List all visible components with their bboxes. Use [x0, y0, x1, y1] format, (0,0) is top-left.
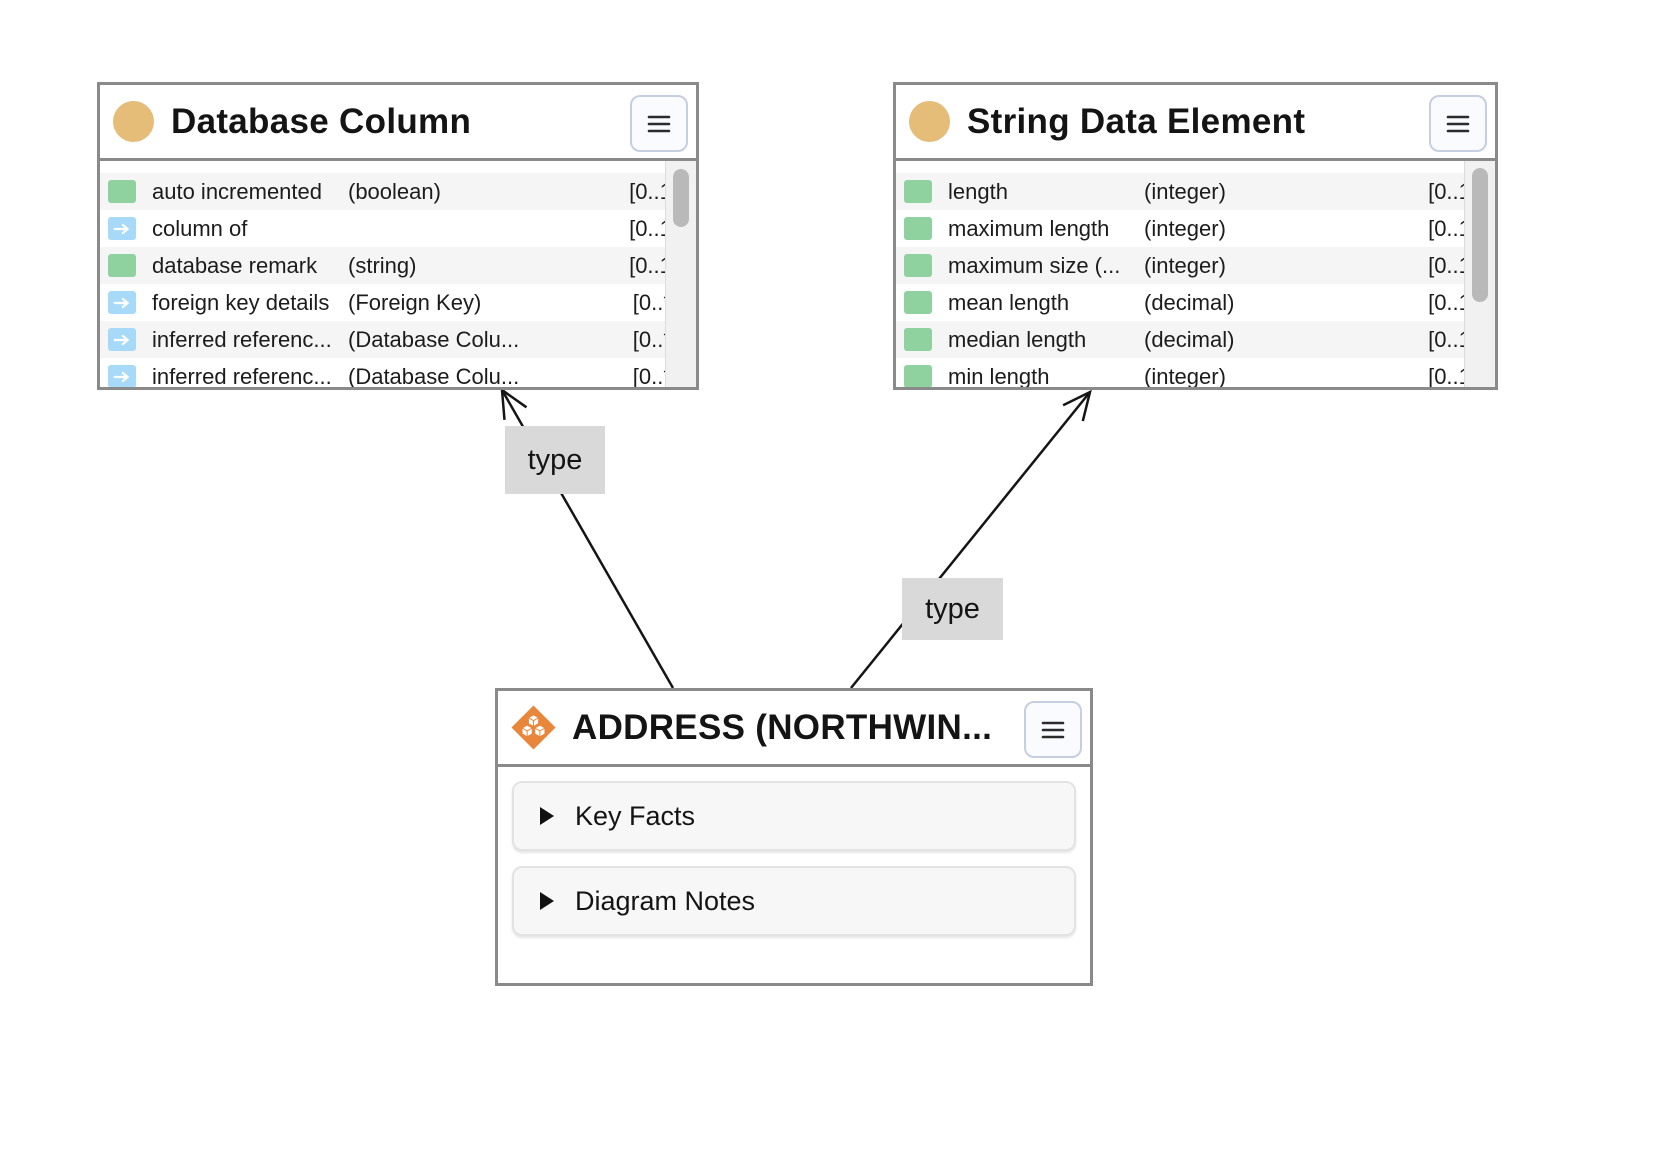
class-circle-icon	[909, 101, 950, 142]
edge-label-type-right[interactable]: type	[902, 578, 1003, 640]
property-row[interactable]: database remark (string) [0..1]	[100, 247, 696, 284]
node-title: Database Column	[171, 101, 472, 141]
property-label: maximum size (...	[948, 252, 1121, 278]
chevron-right-icon	[540, 892, 554, 910]
node-address-body: Key Facts Diagram Notes	[498, 767, 1090, 936]
edge-label-type-left[interactable]: type	[505, 426, 605, 494]
property-label: maximum length	[948, 215, 1110, 241]
node-database-column-header: Database Column	[100, 85, 696, 161]
property-row[interactable]: inferred referenc... (Database Colu... […	[100, 321, 696, 358]
property-label: auto incremented	[152, 178, 322, 204]
property-label: inferred referenc...	[152, 326, 332, 352]
property-type: (integer)	[1144, 178, 1226, 204]
node-menu-button[interactable]	[1429, 95, 1487, 152]
property-row[interactable]: auto incremented (boolean) [0..1]	[100, 173, 696, 210]
attribute-icon	[108, 254, 136, 277]
attribute-icon	[904, 365, 932, 387]
property-row[interactable]: mean length (decimal) [0..1]	[896, 284, 1495, 321]
node-string-data-element-header: String Data Element	[896, 85, 1495, 161]
property-row[interactable]: column of [0..1]	[100, 210, 696, 247]
scrollbar-track[interactable]	[1464, 161, 1495, 387]
property-label: column of	[152, 215, 248, 241]
property-type: (Foreign Key)	[348, 289, 482, 315]
node-menu-button[interactable]	[630, 95, 688, 152]
property-type: (Database Colu...	[348, 326, 520, 352]
node-address-header: ADDRESS (NORTHWIN...	[498, 691, 1090, 767]
scrollbar-track[interactable]	[665, 161, 696, 387]
edge-type-to-string-data-element[interactable]	[850, 389, 1092, 689]
attribute-icon	[904, 291, 932, 314]
property-label: database remark	[152, 252, 318, 278]
property-type: (integer)	[1144, 215, 1226, 241]
node-title: ADDRESS (NORTHWIN...	[572, 707, 993, 747]
instance-diamond-icon	[511, 705, 556, 750]
property-label: mean length	[948, 289, 1070, 315]
property-row[interactable]: inferred referenc... (Database Colu... […	[100, 358, 696, 387]
property-row[interactable]: maximum size (... (integer) [0..1]	[896, 247, 1495, 284]
attribute-icon	[904, 254, 932, 277]
hamburger-icon	[1041, 721, 1065, 738]
association-icon	[108, 291, 136, 314]
attribute-icon	[904, 217, 932, 240]
node-string-data-element-body: length (integer) [0..1] maximum length (…	[896, 161, 1495, 387]
property-type: (integer)	[1144, 363, 1226, 388]
class-circle-icon	[113, 101, 154, 142]
association-icon	[108, 328, 136, 351]
attribute-icon	[904, 328, 932, 351]
hamburger-icon	[647, 115, 671, 132]
property-type: (decimal)	[1144, 289, 1235, 315]
node-menu-button[interactable]	[1024, 701, 1082, 758]
property-label: inferred referenc...	[152, 363, 332, 388]
property-type: (Database Colu...	[348, 363, 520, 388]
association-icon	[108, 365, 136, 387]
node-address[interactable]: ADDRESS (NORTHWIN... Key Facts Diagram N…	[495, 688, 1093, 986]
property-type: (integer)	[1144, 252, 1226, 278]
section-key-facts[interactable]: Key Facts	[512, 781, 1076, 851]
property-row[interactable]: median length (decimal) [0..1]	[896, 321, 1495, 358]
property-row[interactable]: length (integer) [0..1]	[896, 173, 1495, 210]
scrollbar-thumb[interactable]	[673, 169, 689, 227]
property-label: foreign key details	[152, 289, 330, 315]
chevron-right-icon	[540, 807, 554, 825]
scrollbar-thumb[interactable]	[1472, 168, 1488, 302]
node-database-column[interactable]: Database Column auto incremented (boolea…	[97, 82, 699, 390]
node-title: String Data Element	[967, 101, 1306, 141]
node-string-data-element[interactable]: String Data Element length (integer) [0.…	[893, 82, 1498, 390]
section-label: Diagram Notes	[575, 885, 756, 916]
attribute-icon	[904, 180, 932, 203]
hamburger-icon	[1446, 115, 1470, 132]
property-type: (boolean)	[348, 178, 441, 204]
property-row[interactable]: min length (integer) [0..1]	[896, 358, 1495, 387]
node-database-column-body: auto incremented (boolean) [0..1] column…	[100, 161, 696, 387]
section-diagram-notes[interactable]: Diagram Notes	[512, 866, 1076, 936]
section-label: Key Facts	[575, 800, 696, 831]
property-row[interactable]: maximum length (integer) [0..1]	[896, 210, 1495, 247]
property-label: min length	[948, 363, 1050, 388]
property-row[interactable]: foreign key details (Foreign Key) [0..*]	[100, 284, 696, 321]
property-type: (string)	[348, 252, 417, 278]
property-type: (decimal)	[1144, 326, 1235, 352]
attribute-icon	[108, 180, 136, 203]
property-label: median length	[948, 326, 1087, 352]
association-icon	[108, 217, 136, 240]
property-label: length	[948, 178, 1008, 204]
